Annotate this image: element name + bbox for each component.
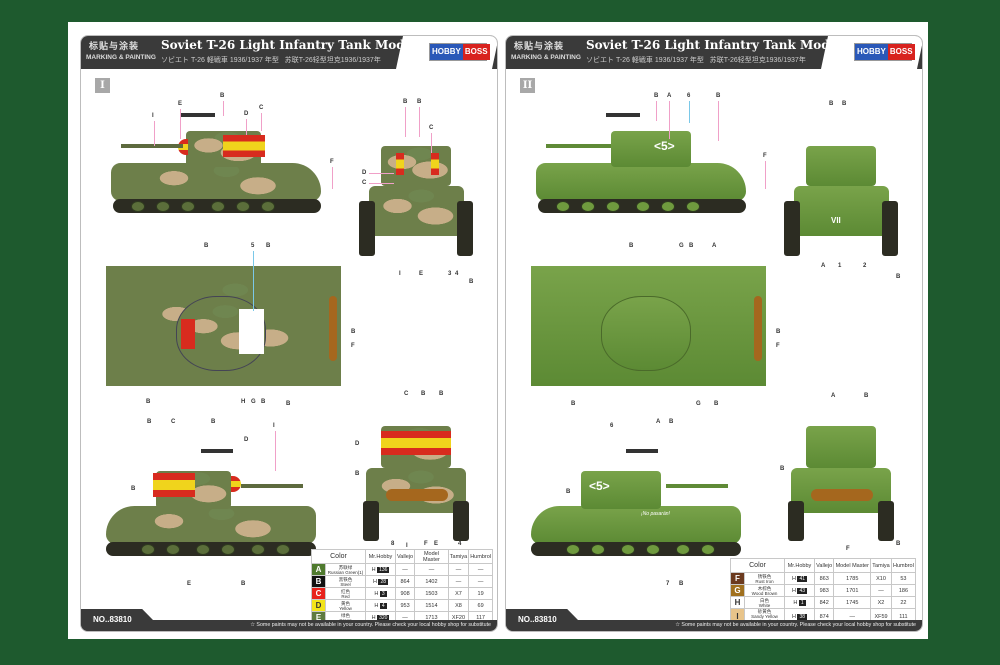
page-subtitle: ソビエト T-26 軽戦車 1936/1937 年型 苏联T-26轻型坦克193… xyxy=(161,57,381,64)
paint-table: Color Mr.Hobby Vallejo Model Master Tami… xyxy=(730,558,917,625)
slogan: ¡No pasarán! xyxy=(641,511,670,517)
kit-number: NO..83810 xyxy=(81,609,153,631)
turret-number: <5> xyxy=(654,139,675,153)
footer-note: ☆ Some paints may not be available in yo… xyxy=(506,620,922,631)
sheet-scheme-2: 标贴与涂装 MARKING & PAINTING Soviet T-26 Lig… xyxy=(505,35,923,632)
header-cn: 标贴与涂装 xyxy=(89,41,140,51)
scheme-number: II xyxy=(520,78,535,93)
header-en: MARKING & PAINTING xyxy=(511,54,581,61)
header-cn: 标贴与涂装 xyxy=(514,41,565,51)
paint-table-header: Color Mr.Hobby Vallejo Model Master Tami… xyxy=(730,558,917,573)
kit-number: NO..83810 xyxy=(506,609,578,631)
footer-note: ☆ Some paints may not be available in yo… xyxy=(81,620,497,631)
turret-number: <5> xyxy=(589,479,610,493)
sheet-header: 标贴与涂装 MARKING & PAINTING Soviet T-26 Lig… xyxy=(81,36,497,69)
sheet-header: 标贴与涂装 MARKING & PAINTING Soviet T-26 Lig… xyxy=(506,36,922,69)
header-en: MARKING & PAINTING xyxy=(86,54,156,61)
scheme-number: I xyxy=(95,78,110,93)
paint-table-header: Color Mr.Hobby Vallejo Model Master Tami… xyxy=(311,549,493,564)
instruction-board: 标贴与涂装 MARKING & PAINTING Soviet T-26 Lig… xyxy=(68,22,928,639)
page-subtitle: ソビエト T-26 軽戦車 1936/1937 年型 苏联T-26轻型坦克193… xyxy=(586,57,806,64)
front-hull-marking: VII xyxy=(831,216,841,225)
paint-table: Color Mr.Hobby Vallejo Model Master Tami… xyxy=(311,549,493,624)
sheet-scheme-1: 标贴与涂装 MARKING & PAINTING Soviet T-26 Lig… xyxy=(80,35,498,632)
tank-side-view-right: I E B D C F xyxy=(101,91,351,231)
tank-side-view-right: <5> B A 6 B F xyxy=(526,91,776,231)
